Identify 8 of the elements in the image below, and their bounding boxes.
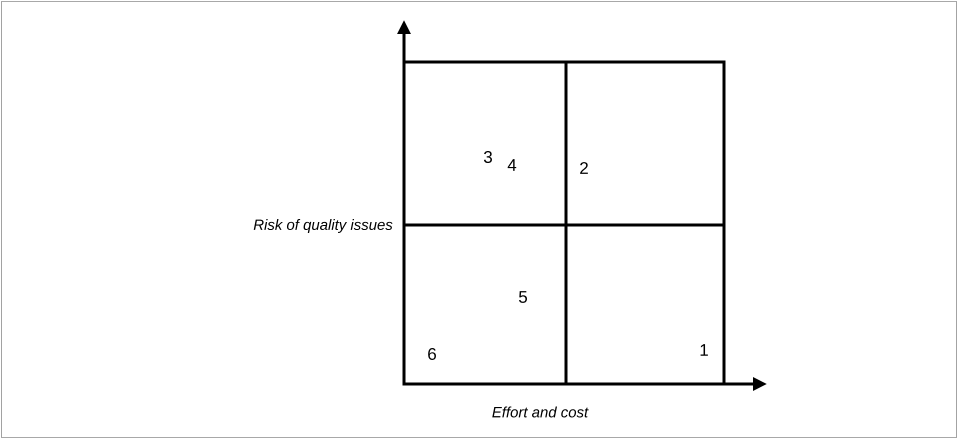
callout-number: 4 [508,159,516,171]
callout-number: 5 [518,291,527,303]
callout-number: 6 [428,348,436,360]
axis-label: Effort and cost [492,406,589,418]
callout-number: 3 [484,151,492,163]
axis-label: Risk of quality issues [254,219,392,233]
callout-number: 2 [580,162,588,174]
callout-number: 1 [700,344,708,356]
